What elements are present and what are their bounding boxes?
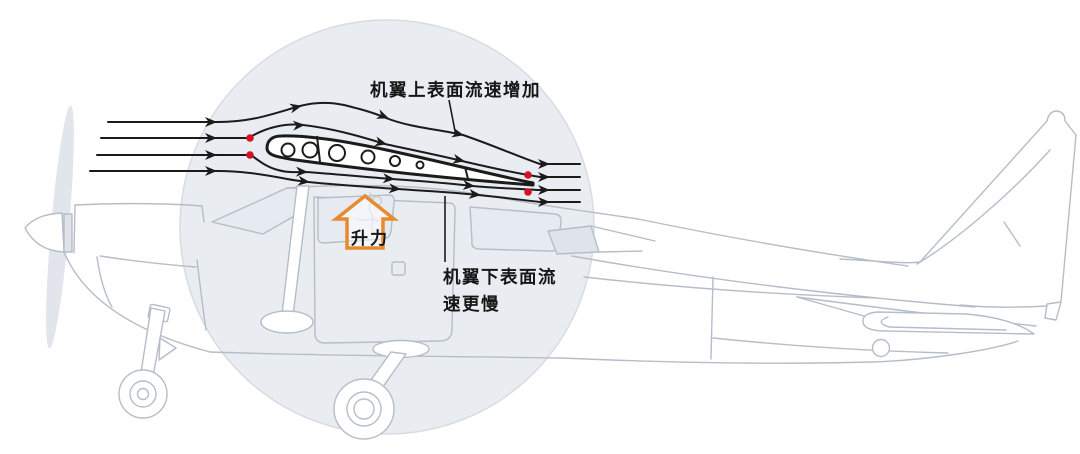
airplane-line-art	[24, 105, 1077, 440]
nose-wheel-hub	[136, 387, 150, 401]
lift-label: 升力	[351, 228, 389, 248]
fuselage-frame-line	[710, 276, 714, 360]
stagnation-point-dot	[524, 188, 532, 196]
lightening-hole	[301, 141, 319, 159]
fuselage-upper-chine	[571, 255, 976, 308]
stagnation-point-dot	[524, 171, 532, 179]
rear-spar-line	[464, 166, 469, 180]
lightening-hole	[389, 155, 401, 167]
rudder-bottom-edge	[959, 304, 1048, 308]
elevator	[862, 311, 1035, 335]
streamline-lower-outer	[89, 170, 581, 203]
streamline-upper-outer	[107, 101, 581, 165]
door-handle	[391, 261, 406, 276]
leader-lines	[444, 99, 457, 262]
lightening-hole	[360, 149, 376, 165]
fuselage-side-line	[583, 276, 877, 299]
rudder-bottom-cap	[1044, 301, 1062, 321]
fin-panel-line	[1003, 221, 1021, 247]
airfoil-structure	[280, 135, 469, 180]
main-wheel	[333, 378, 395, 440]
firewall-line	[196, 259, 207, 331]
main-wheel-hub	[353, 398, 375, 420]
stabilizer-leading-edge	[796, 296, 865, 317]
upper-surface-flow-label: 机翼上表面流速增加	[370, 80, 541, 100]
lower-surface-flow-label-line2: 速更慢	[443, 294, 500, 314]
dorsal-fin-line	[839, 258, 921, 264]
nose-wheel	[118, 369, 168, 419]
cowl-bottom-line	[63, 251, 211, 353]
fin-leading-edge	[919, 120, 1048, 263]
fin-tip	[1046, 110, 1077, 136]
lower-surface-flow-label: 机翼下表面流 速更慢	[443, 267, 557, 314]
cowl-top-line	[74, 202, 205, 223]
lightening-hole	[328, 144, 346, 162]
streamline-lower-inner	[250, 154, 581, 191]
rudder-trailing-edge	[1060, 134, 1077, 303]
fuselage-lower-line	[712, 337, 949, 354]
stagnation-points	[246, 134, 532, 196]
cowl-cheek-line	[96, 256, 113, 308]
nose-gear-fork	[158, 337, 177, 361]
strut-fairing	[260, 310, 314, 334]
quarter-window	[469, 206, 562, 252]
wing-trailing-edge-lines	[590, 225, 656, 253]
airfoil-section	[265, 134, 535, 187]
cabin-door	[313, 196, 456, 344]
cowl-seam	[99, 255, 197, 268]
fuselage-spine	[637, 218, 909, 267]
nose-wheel-rim	[129, 380, 157, 408]
main-wheel-rim	[346, 391, 382, 427]
front-spar-line	[316, 135, 321, 163]
wing-flap	[547, 225, 600, 255]
lightening-hole	[280, 142, 296, 158]
rudder-hinge-line	[916, 149, 1051, 265]
lower-surface-flow-label-line1: 机翼下表面流	[443, 267, 557, 287]
airfoil-flow-diagram: 机翼上表面流速增加 升力 机翼下表面流 速更慢	[89, 80, 581, 314]
elevator-inner-line	[880, 316, 1007, 331]
propeller-hub	[63, 213, 73, 253]
fuselage-belly-line	[209, 340, 1019, 364]
lightening-hole	[415, 160, 425, 170]
tailcone-ring	[871, 338, 891, 358]
propeller-spinner	[24, 212, 65, 253]
stagnation-point-dot	[246, 151, 254, 159]
stagnation-point-dot	[246, 134, 254, 142]
upper-label-leader-line	[448, 99, 457, 137]
lift-arrow	[330, 193, 400, 250]
cowl-front-edge	[73, 204, 76, 254]
